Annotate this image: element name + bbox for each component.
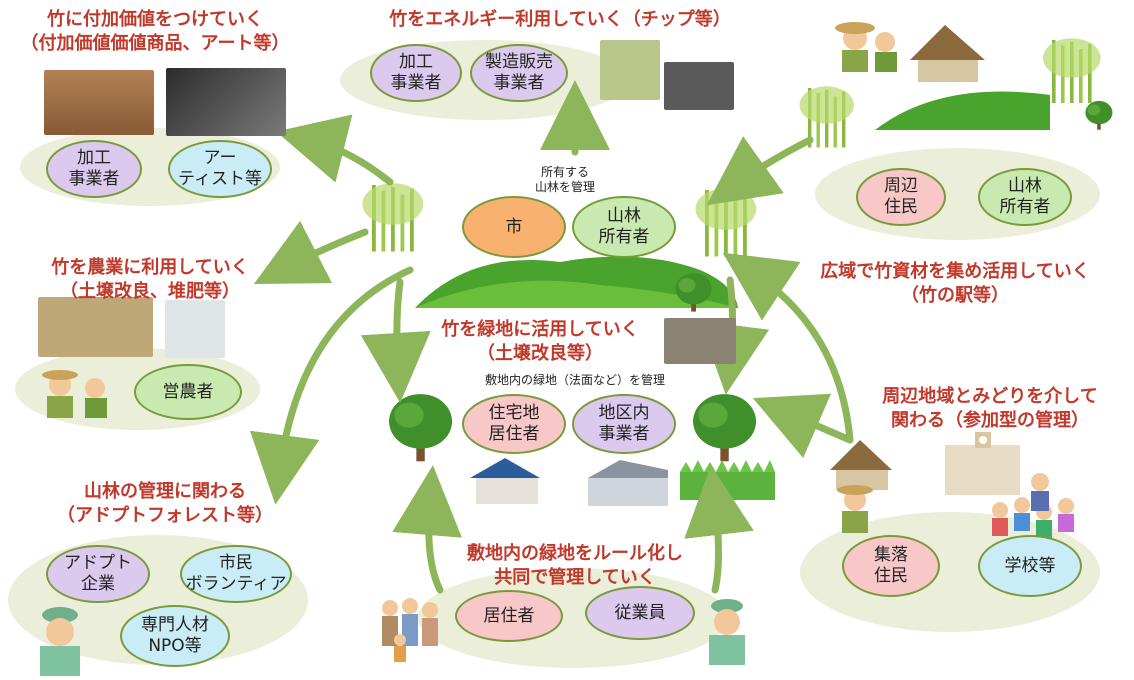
factory-icon	[588, 460, 668, 506]
bubble-city: 市	[462, 196, 566, 258]
bubble-expert-npo: 専門人材 NPO等	[120, 605, 230, 667]
bubble-village-residents: 集落 住民	[842, 535, 940, 597]
compost-photo	[38, 297, 153, 357]
children-icon	[992, 473, 1074, 538]
farmhouse-icon	[910, 25, 985, 82]
farmer-bottom-right-icon	[837, 485, 873, 533]
bubble-forest-owner-right: 山林 所有者	[978, 168, 1072, 226]
bubble-artist: アー ティスト等	[168, 140, 272, 198]
farmer-top-right-icon	[835, 22, 897, 72]
bubble-farmer: 営農者	[134, 364, 242, 420]
heading-top-left: 竹に付加価値をつけていく （付加価値価値商品、アート等）	[20, 9, 290, 54]
school-icon	[945, 432, 1020, 495]
bamboo-chip-photo	[600, 40, 660, 100]
worker-bottom-left-icon	[40, 607, 80, 676]
bubble-processor-top-center: 加工 事業者	[370, 44, 462, 102]
bubble-citizen-volunteer: 市民 ボランティア	[180, 545, 292, 603]
heading-bottom-center: 敷地内の緑地をルール化し 共同で管理していく	[467, 543, 683, 588]
grass-icon	[680, 472, 775, 500]
residents-group-icon	[382, 598, 438, 662]
soil-improvement-photo	[664, 318, 736, 364]
heading-top-center: 竹をエネルギー利用していく（チップ等）	[389, 9, 731, 30]
farmhouse-bottom-right-icon	[830, 440, 892, 490]
top-right-hill	[875, 91, 1050, 130]
note-center-top: 所有する 山林を管理	[534, 165, 595, 194]
top-right-tree-icon	[1085, 100, 1113, 130]
bubble-adopt-company: アドプト 企業	[46, 545, 150, 603]
heading-mid-right: 広域で竹資材を集め活用していく （竹の駅等）	[820, 261, 1090, 306]
bubble-forest-owner-center: 山林 所有者	[572, 196, 676, 258]
bubble-nearby-residents: 周辺 住民	[856, 168, 946, 226]
bamboo-art-photo	[166, 68, 286, 136]
bubble-employee: 従業員	[585, 586, 695, 640]
farmer-mid-left-icon	[42, 370, 107, 418]
worker-bottom-center-icon	[709, 599, 745, 665]
house-solar-icon	[470, 458, 540, 504]
bamboo-left-icon	[362, 183, 424, 252]
chipper-machine-photo	[664, 62, 734, 110]
fertilizer-bag-photo	[165, 300, 225, 358]
bubble-manufacturer: 製造販売 事業者	[470, 44, 568, 102]
bamboo-top-right-icon	[1043, 38, 1101, 104]
bubble-resident: 居住者	[455, 590, 563, 642]
bamboo-right-icon	[695, 188, 757, 257]
bamboo-pot-photo	[44, 70, 154, 135]
bubble-school: 学校等	[978, 535, 1082, 597]
bubble-processor-top-left: 加工 事業者	[46, 140, 142, 198]
tree-center-left-icon	[389, 394, 453, 462]
heading-right-lower: 周辺地域とみどりを介して 関わる（参加型の管理）	[882, 386, 1098, 431]
bubble-housing-residents: 住宅地 居住者	[462, 394, 566, 454]
heading-left-lower: 山林の管理に関わる （アドプトフォレスト等）	[57, 481, 273, 526]
bubble-district-business: 地区内 事業者	[572, 394, 676, 454]
heading-center: 竹を緑地に活用していく （土壌改良等）	[441, 319, 639, 364]
heading-mid-left: 竹を農業に利用していく （土壌改良、堆肥等）	[51, 257, 249, 302]
tree-center-right-icon	[693, 394, 757, 462]
note-center-mid: 敷地内の緑地（法面など）を管理	[484, 373, 665, 387]
